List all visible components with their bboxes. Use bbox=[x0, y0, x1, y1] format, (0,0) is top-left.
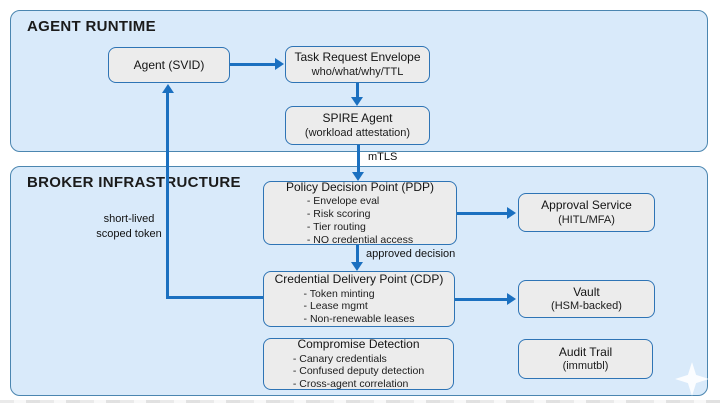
node-audit-trail-title: Audit Trail bbox=[558, 344, 613, 359]
node-compromise-detection-items: - Canary credentials - Confused deputy d… bbox=[293, 353, 424, 391]
node-agent-svid-title: Agent (SVID) bbox=[133, 57, 205, 72]
node-task-request-envelope-title: Task Request Envelope bbox=[294, 50, 421, 65]
edge-label-scoped-token-line2: scoped token bbox=[96, 227, 162, 240]
edge-label-mtls: mTLS bbox=[368, 151, 398, 163]
node-vault: Vault (HSM-backed) bbox=[518, 280, 655, 318]
node-approval-service-subtitle: (HITL/MFA) bbox=[558, 213, 615, 226]
node-task-request-envelope-subtitle: who/what/why/TTL bbox=[311, 65, 404, 78]
edge-spire-to-pdp-arrowhead-icon bbox=[352, 172, 364, 181]
list-item: - Tier routing bbox=[306, 220, 366, 233]
edge-cdp-to-agent-horizontal-line bbox=[166, 296, 263, 299]
list-item: - Token minting bbox=[303, 287, 375, 300]
edge-pdp-to-approval-arrowhead-icon bbox=[507, 207, 516, 219]
list-item: - Envelope eval bbox=[306, 195, 380, 208]
edge-task-to-spire-line bbox=[356, 83, 359, 98]
bottom-artifact-strip bbox=[0, 400, 720, 403]
node-policy-decision-point-title: Policy Decision Point (PDP) bbox=[285, 179, 435, 194]
list-item: - Cross-agent correlation bbox=[292, 378, 409, 391]
node-task-request-envelope: Task Request Envelope who/what/why/TTL bbox=[285, 46, 430, 83]
edge-cdp-to-vault-line bbox=[455, 298, 507, 301]
edge-cdp-to-agent-vertical-line bbox=[166, 92, 169, 299]
edge-label-scoped-token: short-lived scoped token bbox=[90, 212, 168, 242]
node-policy-decision-point-items: - Envelope eval - Risk scoring - Tier ro… bbox=[307, 195, 413, 246]
edge-spire-to-pdp-line bbox=[357, 145, 360, 173]
node-compromise-detection-title: Compromise Detection bbox=[297, 337, 420, 352]
node-credential-delivery-point: Credential Delivery Point (CDP) - Token … bbox=[263, 271, 455, 327]
node-spire-agent: SPIRE Agent (workload attestation) bbox=[285, 106, 430, 145]
edge-pdp-to-cdp-arrowhead-icon bbox=[351, 262, 363, 271]
node-compromise-detection: Compromise Detection - Canary credential… bbox=[263, 337, 454, 391]
edge-pdp-to-cdp-line bbox=[356, 245, 359, 263]
node-vault-subtitle: (HSM-backed) bbox=[551, 300, 622, 313]
list-item: - Lease mgmt bbox=[303, 300, 368, 313]
edge-task-to-spire-arrowhead-icon bbox=[351, 97, 363, 106]
node-audit-trail-subtitle: (immutbl) bbox=[562, 360, 609, 373]
node-spire-agent-title: SPIRE Agent bbox=[322, 111, 393, 126]
node-policy-decision-point: Policy Decision Point (PDP) - Envelope e… bbox=[263, 179, 457, 246]
node-audit-trail: Audit Trail (immutbl) bbox=[518, 339, 653, 379]
edge-cdp-to-vault-arrowhead-icon bbox=[507, 293, 516, 305]
edge-label-approved-decision: approved decision bbox=[366, 248, 456, 260]
list-item: - Non-renewable leases bbox=[303, 313, 415, 326]
node-approval-service: Approval Service (HITL/MFA) bbox=[518, 193, 655, 232]
list-item: - NO credential access bbox=[306, 233, 414, 246]
broker-infrastructure-title: BROKER INFRASTRUCTURE bbox=[27, 174, 241, 191]
list-item: - Risk scoring bbox=[306, 207, 371, 220]
node-agent-svid: Agent (SVID) bbox=[108, 47, 230, 83]
node-spire-agent-subtitle: (workload attestation) bbox=[304, 126, 411, 139]
edge-pdp-to-approval-line bbox=[457, 212, 507, 215]
agent-runtime-title: AGENT RUNTIME bbox=[27, 18, 156, 35]
edge-label-scoped-token-line1: short-lived bbox=[103, 213, 155, 225]
edge-agent-to-task-arrowhead-icon bbox=[275, 58, 284, 70]
edge-agent-to-task-line bbox=[230, 63, 275, 66]
node-approval-service-title: Approval Service bbox=[541, 198, 632, 213]
edge-cdp-to-agent-arrowhead-icon bbox=[162, 84, 174, 93]
node-credential-delivery-point-title: Credential Delivery Point (CDP) bbox=[274, 272, 444, 287]
node-credential-delivery-point-items: - Token minting - Lease mgmt - Non-renew… bbox=[304, 288, 415, 326]
list-item: - Canary credentials bbox=[292, 352, 387, 365]
node-vault-title: Vault bbox=[573, 284, 600, 299]
list-item: - Confused deputy detection bbox=[292, 365, 425, 378]
